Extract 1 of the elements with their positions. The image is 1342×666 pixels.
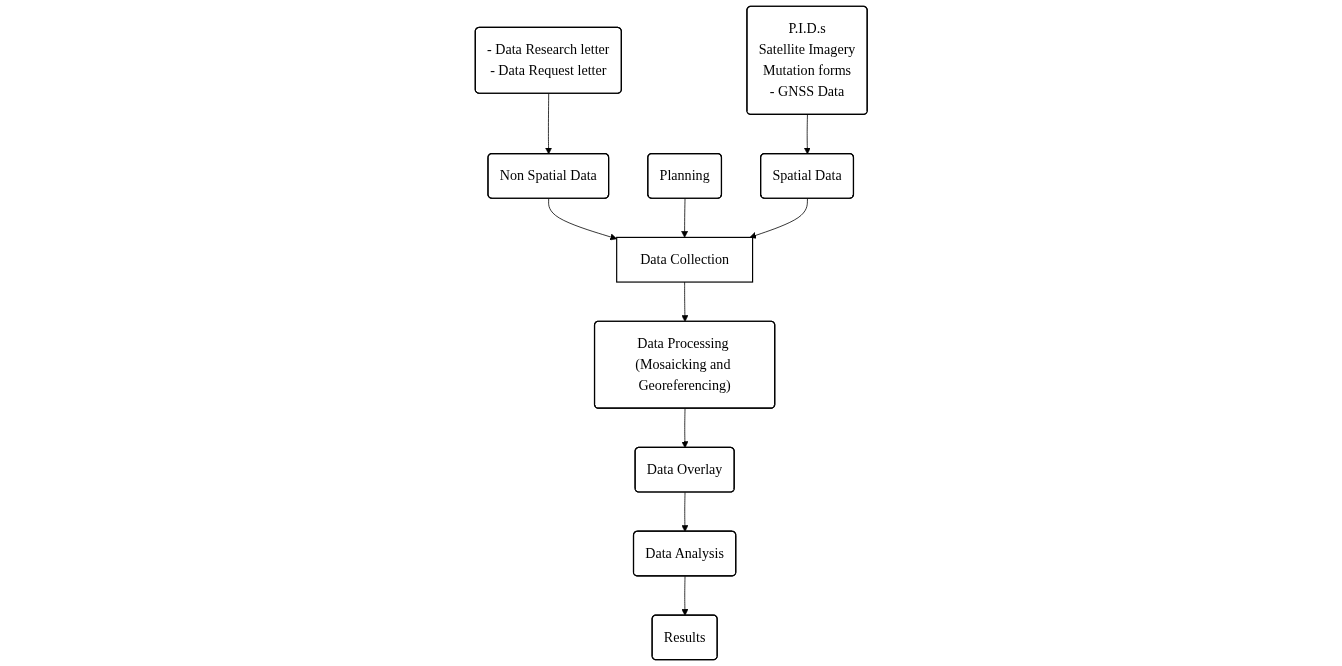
node-box: Data Collection <box>615 236 753 283</box>
